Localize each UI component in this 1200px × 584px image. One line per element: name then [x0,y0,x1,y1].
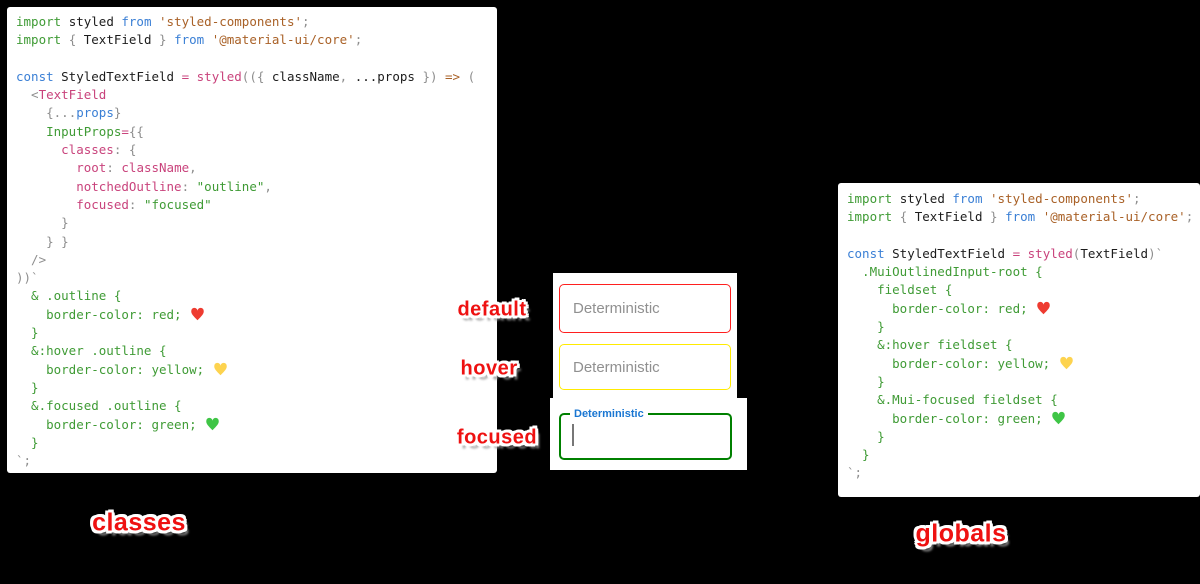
code-line: border-color: green; [847,410,1200,428]
code-line: } [16,325,39,341]
heart-icon [206,417,219,430]
code-line: &:hover fieldset { [847,337,1013,353]
code-line: <TextField [16,87,107,103]
code-line: border-color: yellow; [847,355,1200,373]
code-line: notchedOutline: "outline", [76,178,272,194]
state-label-hover: hover [460,357,518,380]
code-line: .MuiOutlinedInput-root { [847,264,1043,280]
code-line: fieldset { [847,282,953,298]
code-line: } [16,215,69,231]
code-line: const StyledTextField = styled(TextField… [847,245,1164,261]
textfield-default[interactable] [559,284,731,333]
code-line: border-color: green; [16,416,497,434]
code-line: border-color: red; [847,300,1200,318]
heart-icon [1052,411,1065,424]
code-line: focused: "focused" [76,196,212,212]
code-line: InputProps={{ [46,123,144,139]
state-label-default: default [457,298,527,321]
heart-icon [191,307,204,320]
textfield-hover[interactable] [559,344,731,390]
code-line: import { TextField } from '@material-ui/… [16,32,363,48]
code-line: import styled from 'styled-components'; [16,14,310,29]
code-line: border-color: yellow; [16,361,497,379]
code-line: } [16,434,39,450]
code-line: & .outline { [16,288,122,304]
code-line: {...props} [16,105,122,121]
code-line: classes: { [61,142,137,158]
heart-icon [1059,356,1073,369]
code-line: &.Mui-focused fieldset { [847,392,1058,408]
heart-icon [1037,301,1050,315]
code-line: /> [16,251,47,267]
code-line: } [16,379,39,395]
textfield-focused-label: Deterministic [570,407,648,421]
code-line: import { TextField } from '@material-ui/… [847,209,1194,225]
code-line: } [847,319,885,335]
code-line: root: className, [76,160,197,176]
code-line: &:hover .outline { [16,343,167,359]
code-line [16,50,497,68]
state-label-focused: focused [456,426,538,449]
caption-classes: classes [92,508,186,537]
code-line: } [847,447,870,463]
globals-code-panel: import styled from 'styled-components'; i… [838,183,1200,497]
code-line: const StyledTextField = styled(({ classN… [16,68,476,84]
text-caret [572,424,574,446]
code-line: import styled from 'styled-components'; [847,191,1141,206]
code-line: } [847,428,885,444]
heart-icon [213,362,227,375]
code-line: `; [16,453,32,469]
classes-code-panel: import styled from 'styled-components'; i… [7,7,497,473]
caption-globals: globals [915,519,1007,548]
code-line: `; [847,465,863,481]
code-line: } } [16,233,69,249]
code-line: &.focused .outline { [16,398,182,414]
code-line [847,227,1200,245]
textfield-focused[interactable]: Deterministic [559,407,732,460]
code-line: border-color: red; [16,306,497,324]
code-line: } [847,373,885,389]
code-line: ))` [16,270,39,286]
